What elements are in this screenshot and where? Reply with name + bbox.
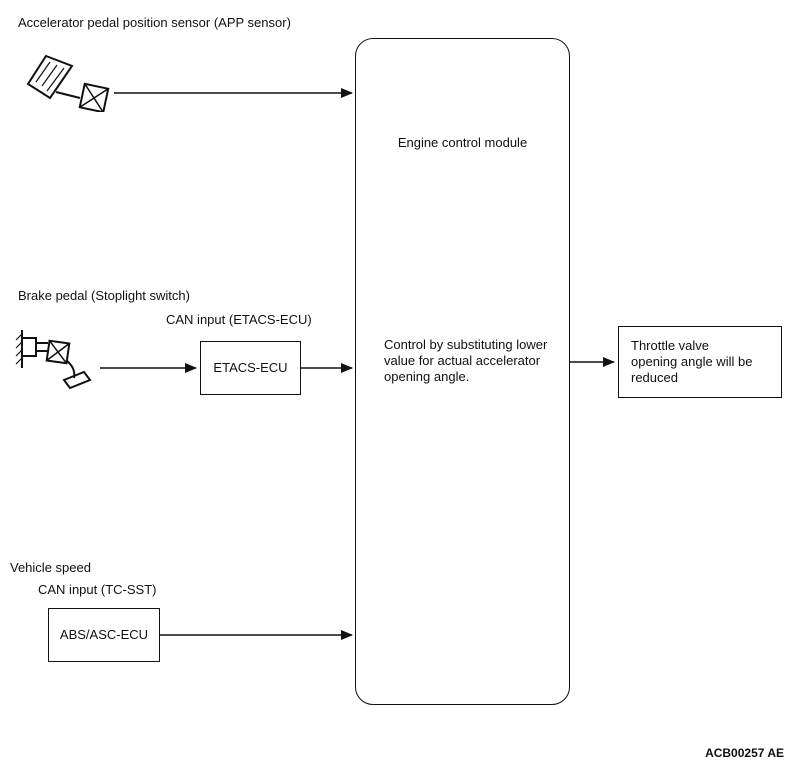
brake-pedal-label: Brake pedal (Stoplight switch) (18, 288, 190, 303)
throttle-output-box: Throttle valve opening angle will be red… (618, 326, 782, 398)
accelerator-pedal-icon (26, 54, 110, 112)
ecm-title: Engine control module (397, 135, 528, 150)
app-sensor-label: Accelerator pedal position sensor (APP s… (18, 15, 291, 30)
vehicle-speed-label: Vehicle speed (10, 560, 91, 575)
abs-asc-ecu-box: ABS/ASC-ECU (48, 608, 160, 662)
ecm-box: Engine control module Control by substit… (355, 38, 570, 705)
can-input-etacs-label: CAN input (ETACS-ECU) (166, 312, 312, 327)
abs-asc-ecu-label: ABS/ASC-ECU (59, 627, 149, 642)
brake-pedal-icon (15, 330, 92, 390)
figure-code: ACB00257 AE (705, 746, 784, 760)
etacs-ecu-label: ETACS-ECU (213, 360, 288, 375)
etacs-ecu-box: ETACS-ECU (200, 341, 301, 395)
can-input-tcsst-label: CAN input (TC-SST) (38, 582, 157, 597)
throttle-output-text: Throttle valve opening angle will be red… (631, 338, 753, 385)
ecm-body-text: Control by substituting lower value for … (384, 337, 548, 384)
